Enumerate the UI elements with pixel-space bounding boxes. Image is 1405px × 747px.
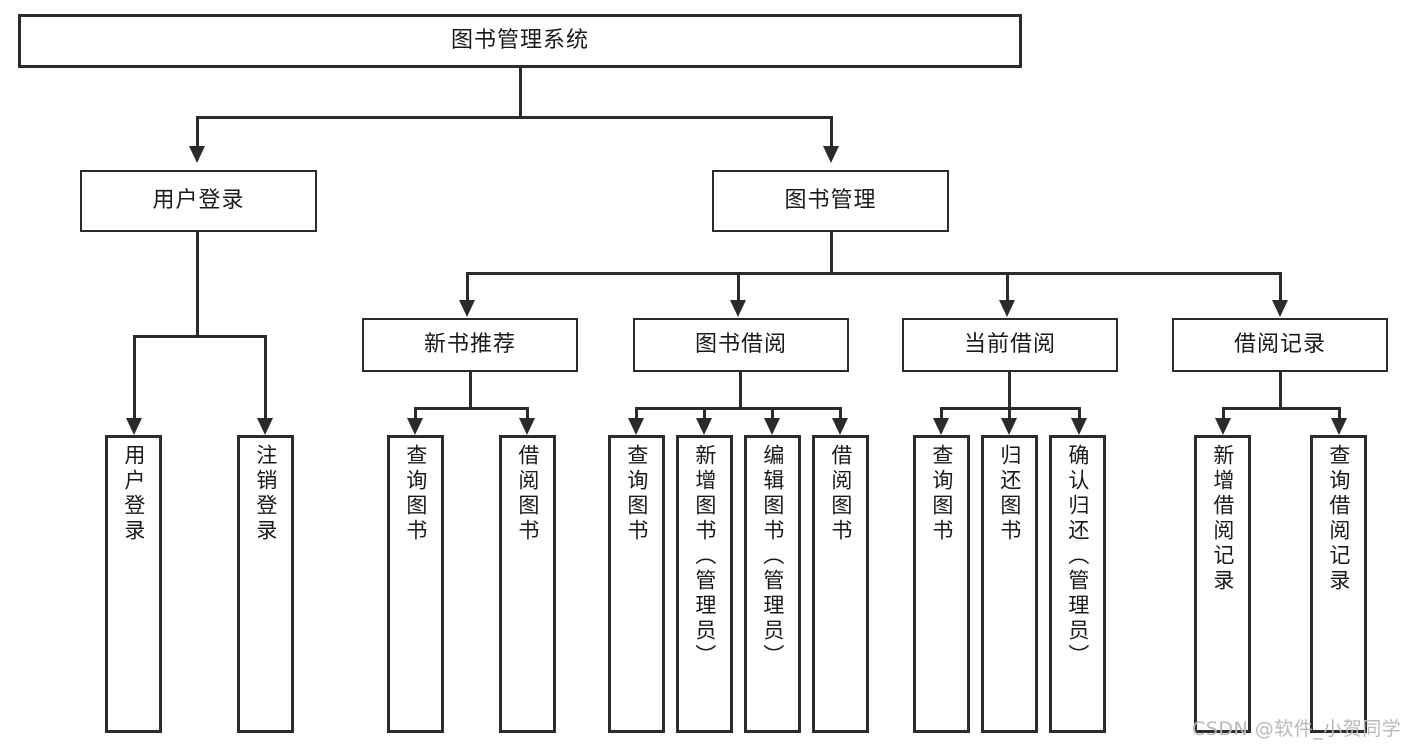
leaf-label: 新增图书（管理员） (692, 444, 717, 669)
node-label: 当前借阅 (963, 332, 1056, 358)
leaf-label: 确认归还（管理员） (1065, 444, 1090, 669)
edge-bm-to-current-borrow (1006, 272, 1009, 302)
edge-user-login-to-leaf-2 (264, 335, 267, 418)
node-label: 图书管理系统 (450, 28, 589, 54)
edge-new-book-rec-stem (469, 372, 472, 407)
edge-user-login-stem (196, 232, 199, 335)
leaf-logout[interactable]: 注销登录 (237, 435, 294, 733)
leaf-query-book-under-current-borrow[interactable]: 查询图书 (913, 435, 970, 733)
edge-bb-to-leaf-4 (839, 407, 842, 418)
node-label: 用户登录 (152, 188, 245, 214)
edge-br-to-leaf-1 (1222, 407, 1225, 418)
node-label: 图书借阅 (694, 332, 787, 358)
edge-cb-to-leaf-2 (1008, 407, 1011, 418)
leaf-add-borrow-record[interactable]: 新增借阅记录 (1194, 435, 1251, 733)
leaf-label: 查询图书 (929, 444, 954, 544)
edge-root-stem (519, 68, 522, 116)
edge-cb-to-leaf-1 (940, 407, 943, 418)
node-root-book-management-system[interactable]: 图书管理系统 (18, 14, 1022, 68)
node-label: 借阅记录 (1233, 332, 1326, 358)
leaf-label: 新增借阅记录 (1210, 444, 1235, 594)
edge-bm-to-book-borrow (737, 272, 740, 302)
edge-borrow-record-bus (1222, 407, 1341, 410)
edge-user-login-bus (133, 335, 267, 338)
csdn-watermark: CSDN @软件_小贺同学 (1192, 718, 1402, 740)
leaf-edit-book-admin[interactable]: 编辑图书（管理员） (744, 435, 801, 733)
arrow-root-to-book-management (823, 146, 839, 163)
leaf-query-borrow-record[interactable]: 查询借阅记录 (1310, 435, 1367, 733)
arrow-bb-to-leaf-4 (832, 418, 848, 435)
leaf-return-book[interactable]: 归还图书 (981, 435, 1038, 733)
arrow-bm-to-current-borrow (999, 300, 1015, 317)
node-current-borrowing[interactable]: 当前借阅 (902, 318, 1118, 372)
edge-book-management-stem (830, 232, 833, 272)
edge-root-to-user-login (196, 116, 199, 146)
edge-root-bus (196, 116, 833, 119)
arrow-user-login-to-leaf-1 (126, 418, 142, 435)
arrow-br-to-leaf-2 (1331, 418, 1347, 435)
edge-cb-to-leaf-3 (1078, 407, 1081, 418)
edge-nbr-to-leaf-2 (526, 407, 529, 418)
edge-bb-to-leaf-1 (635, 407, 638, 418)
node-user-login[interactable]: 用户登录 (80, 170, 317, 232)
leaf-label: 编辑图书（管理员） (760, 444, 785, 669)
leaf-label: 借阅图书 (828, 444, 853, 544)
leaf-user-login[interactable]: 用户登录 (105, 435, 162, 733)
node-borrowing-record[interactable]: 借阅记录 (1172, 318, 1388, 372)
arrow-cb-to-leaf-1 (933, 418, 949, 435)
arrow-bb-to-leaf-1 (628, 418, 644, 435)
node-book-management[interactable]: 图书管理 (712, 170, 949, 232)
edge-borrow-record-stem (1279, 372, 1282, 407)
edge-root-to-book-management (830, 116, 833, 146)
edge-new-book-rec-bus (414, 407, 529, 410)
edge-user-login-to-leaf-1 (133, 335, 136, 418)
edge-book-management-bus (466, 272, 1282, 275)
edge-book-borrow-bus (635, 407, 842, 410)
arrow-bb-to-leaf-2 (696, 418, 712, 435)
leaf-borrow-book-under-book-borrow[interactable]: 借阅图书 (812, 435, 869, 733)
arrow-root-to-user-login (189, 146, 205, 163)
leaf-query-book-under-book-borrow[interactable]: 查询图书 (608, 435, 665, 733)
arrow-bm-to-borrow-record (1272, 300, 1288, 317)
arrow-user-login-to-leaf-2 (257, 418, 273, 435)
arrow-br-to-leaf-1 (1215, 418, 1231, 435)
leaf-label: 归还图书 (997, 444, 1022, 544)
leaf-label: 借阅图书 (515, 444, 540, 544)
node-label: 图书管理 (784, 188, 877, 214)
edge-nbr-to-leaf-1 (414, 407, 417, 418)
leaf-label: 注销登录 (253, 444, 278, 544)
node-new-book-recommendation[interactable]: 新书推荐 (362, 318, 578, 372)
leaf-query-book-under-new-book-rec[interactable]: 查询图书 (387, 435, 444, 733)
leaf-add-book-admin[interactable]: 新增图书（管理员） (676, 435, 733, 733)
leaf-label: 用户登录 (121, 444, 146, 544)
edge-current-borrow-stem (1008, 372, 1011, 407)
leaf-confirm-return-admin[interactable]: 确认归还（管理员） (1049, 435, 1106, 733)
node-label: 新书推荐 (423, 332, 516, 358)
leaf-label: 查询图书 (624, 444, 649, 544)
arrow-bm-to-new-book-rec (459, 300, 475, 317)
arrow-cb-to-leaf-3 (1071, 418, 1087, 435)
arrow-nbr-to-leaf-1 (407, 418, 423, 435)
edge-book-borrow-stem (739, 372, 742, 407)
leaf-label: 查询图书 (403, 444, 428, 544)
edge-bb-to-leaf-3 (771, 407, 774, 418)
arrow-nbr-to-leaf-2 (519, 418, 535, 435)
leaf-label: 查询借阅记录 (1326, 444, 1351, 594)
arrow-bm-to-book-borrow (730, 300, 746, 317)
edge-br-to-leaf-2 (1338, 407, 1341, 418)
node-book-borrowing[interactable]: 图书借阅 (633, 318, 849, 372)
edge-bb-to-leaf-2 (703, 407, 706, 418)
edge-bm-to-new-book-rec (466, 272, 469, 302)
arrow-cb-to-leaf-2 (1001, 418, 1017, 435)
edge-bm-to-borrow-record (1279, 272, 1282, 302)
leaf-borrow-book-under-new-book-rec[interactable]: 借阅图书 (499, 435, 556, 733)
arrow-bb-to-leaf-3 (764, 418, 780, 435)
